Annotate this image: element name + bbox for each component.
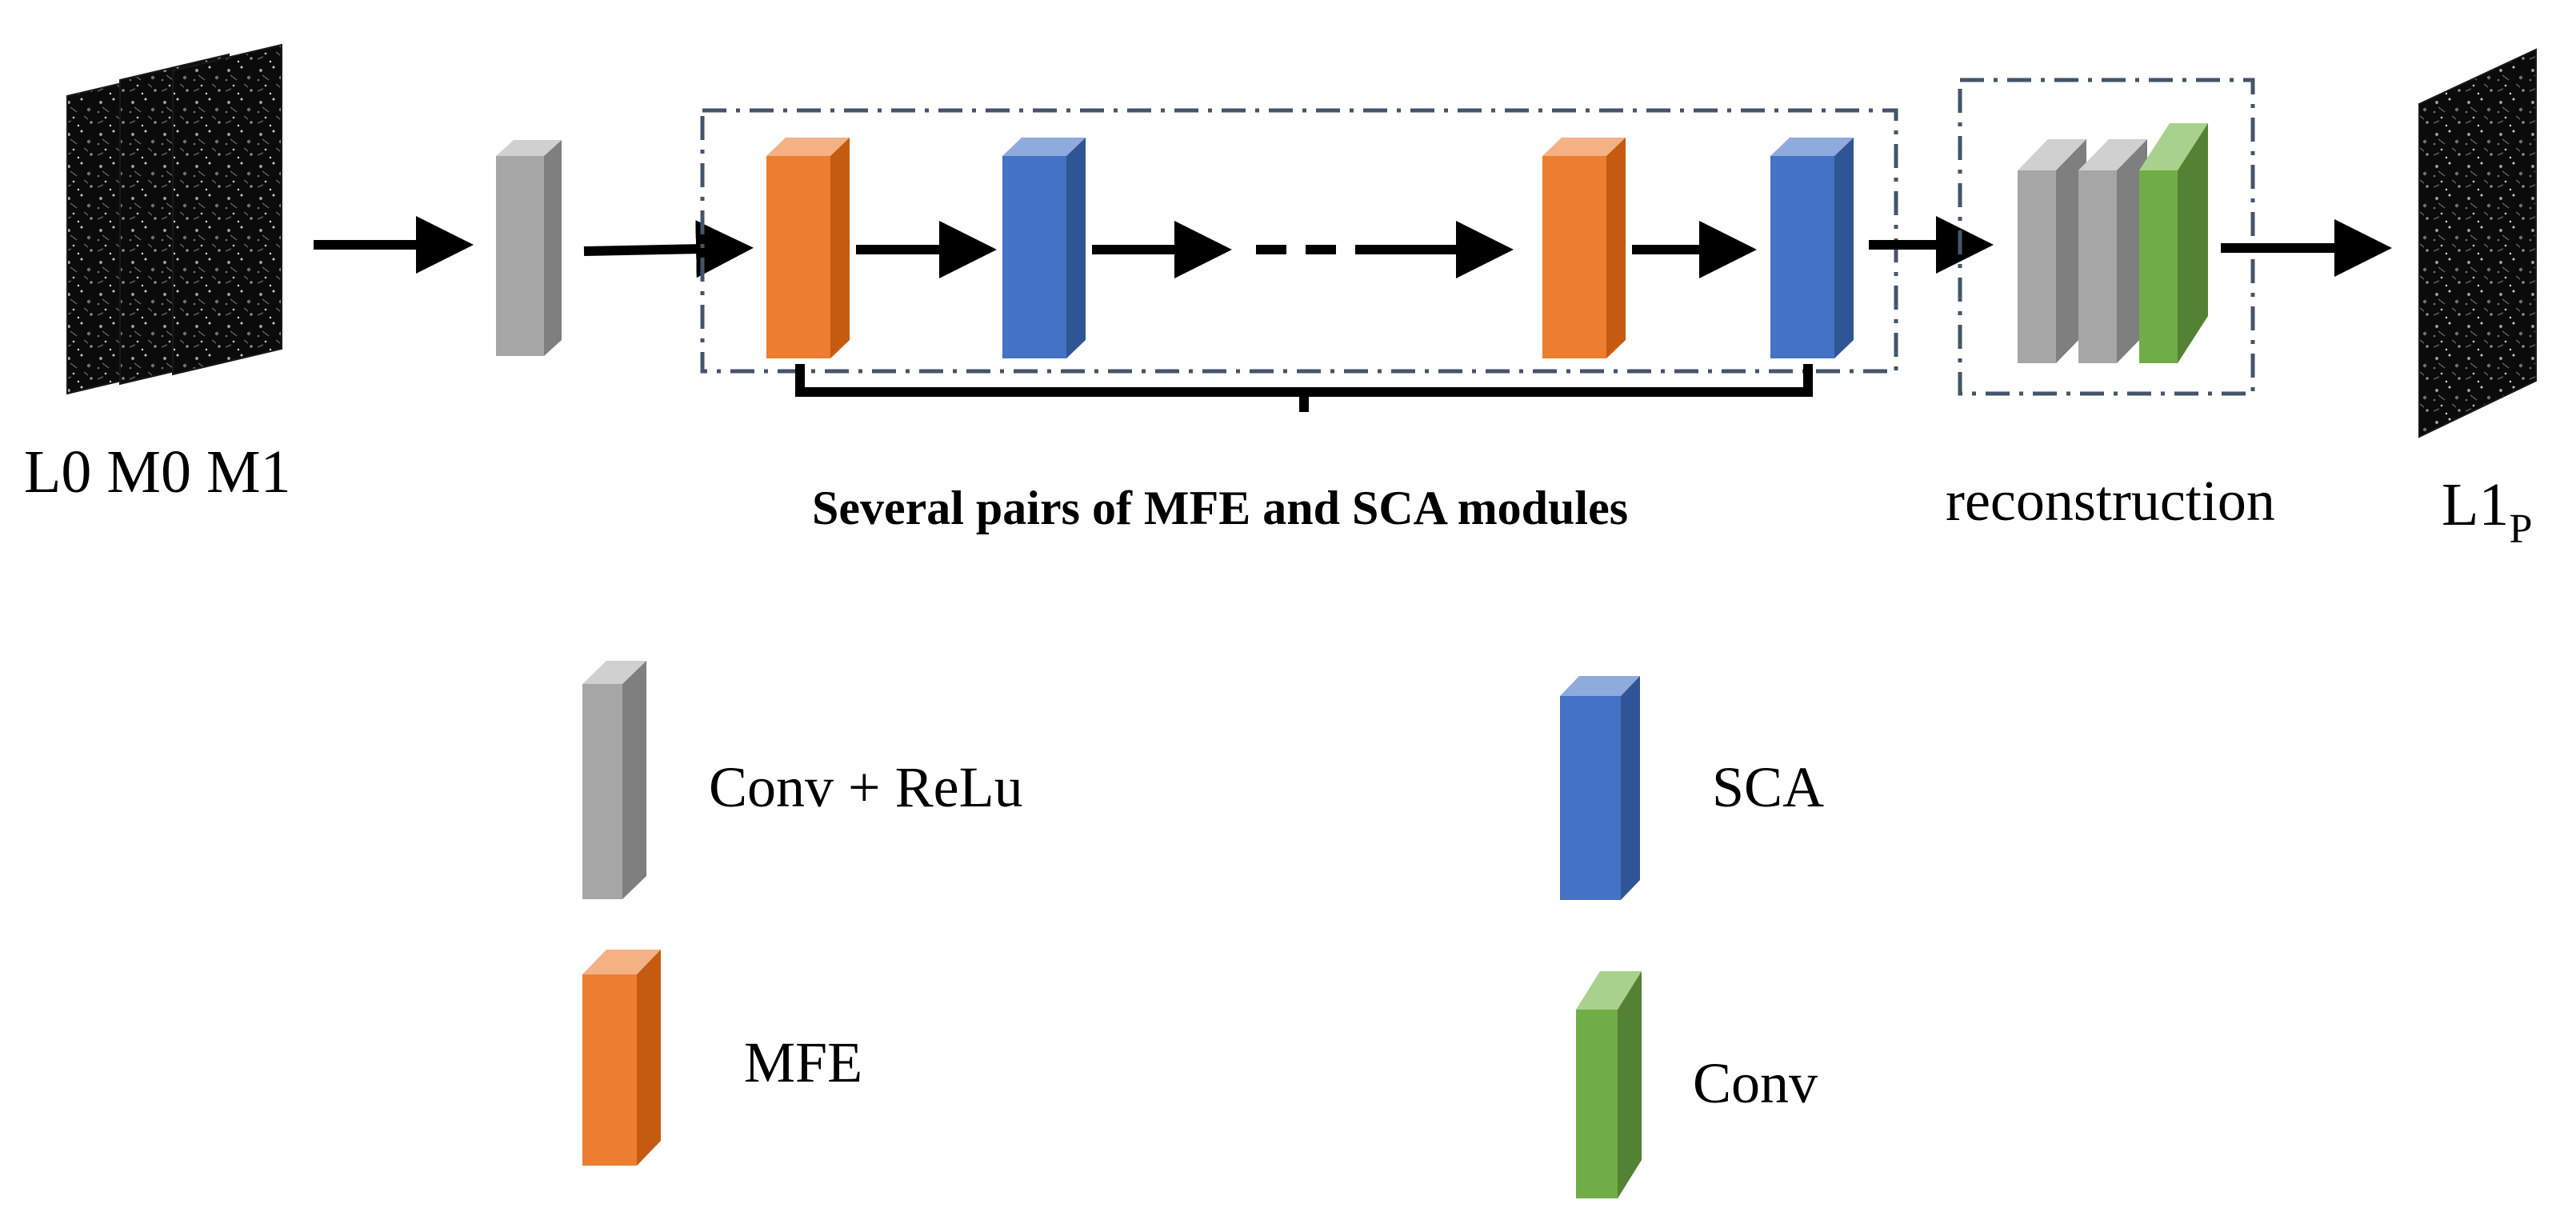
group-caption: Several pairs of MFE and SCA modules [812, 482, 1628, 534]
group-bracket [795, 364, 1813, 412]
gray-block-icon [582, 661, 646, 899]
legend-label: SCA [1712, 755, 1824, 819]
legend: Conv + ReLu SCA MFE Conv [582, 661, 1824, 1198]
output-label: L1P [2442, 471, 2532, 552]
mfe-sca-group-box [700, 108, 1898, 374]
input-image-stack [66, 43, 282, 395]
orange-block-icon [582, 950, 661, 1166]
reconstruction-box [1958, 78, 2255, 396]
legend-item-conv: Conv [1576, 971, 1818, 1198]
input-image-frame [172, 43, 282, 376]
legend-label: Conv [1693, 1051, 1818, 1115]
input-label: L0 M0 M1 [24, 438, 291, 506]
legend-item-mfe: MFE [582, 950, 862, 1166]
conv-relu-block [496, 140, 562, 356]
sca-block [1770, 138, 1854, 358]
conv-relu-block [2018, 139, 2086, 363]
blue-block-icon [1560, 676, 1640, 900]
legend-label: MFE [744, 1030, 862, 1094]
mfe-block [1542, 138, 1626, 358]
mfe-block [766, 138, 850, 358]
output-image [2418, 48, 2537, 438]
legend-item-conv-relu: Conv + ReLu [582, 661, 1023, 899]
output-label-subscript: P [2509, 506, 2532, 552]
legend-label: Conv + ReLu [709, 755, 1023, 819]
sca-block [1002, 138, 1086, 358]
conv-block [2139, 123, 2208, 363]
legend-item-sca: SCA [1560, 676, 1824, 900]
conv-relu-block [2078, 139, 2147, 363]
output-label-main: L1 [2442, 471, 2509, 538]
flow-arrow [583, 220, 754, 278]
green-block-icon [1576, 971, 1642, 1198]
reconstruction-label: reconstruction [1946, 469, 2275, 533]
